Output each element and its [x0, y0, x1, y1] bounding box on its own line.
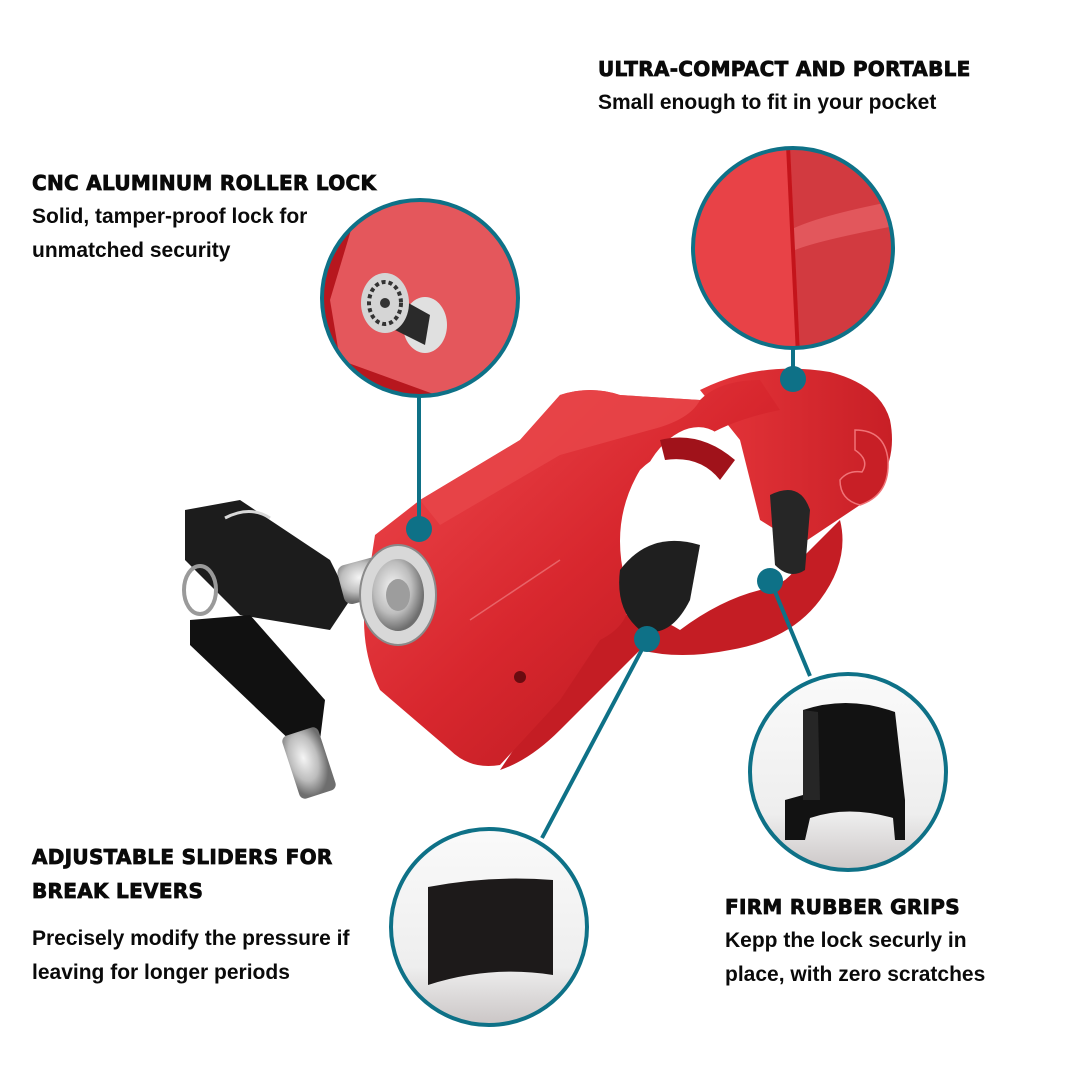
curved-slider-pad-icon: [391, 829, 587, 1025]
feature-description-line-2: place, with zero scratches: [725, 963, 986, 986]
feature-description-line-1: Kepp the lock securly in: [725, 929, 967, 952]
feature-description-line-1: Precisely modify the pressure if: [32, 927, 350, 950]
feature-description-line-2: unmatched security: [32, 239, 231, 262]
feature-title-line-1: ADJUSTABLE SLIDERS FOR: [32, 845, 333, 870]
feature-ultra-compact: ULTRA-COMPACT AND PORTABLE Small enough …: [598, 52, 1058, 120]
feature-title: CNC ALUMINUM ROLLER LOCK: [32, 171, 377, 196]
feature-rubber-grips: FIRM RUBBER GRIPS Kepp the lock securly …: [725, 890, 1045, 992]
callout-ultra-compact: [691, 146, 895, 392]
feature-title: ULTRA-COMPACT AND PORTABLE: [598, 57, 971, 82]
key-pair-icon: [182, 500, 393, 799]
rubber-grip-sleeve-icon: [750, 674, 946, 870]
red-body-closeup-icon: [693, 148, 893, 348]
feature-description: Small enough to fit in your pocket: [598, 91, 937, 114]
callout-rubber-grips: [748, 568, 948, 872]
feature-title: FIRM RUBBER GRIPS: [725, 895, 960, 920]
feature-description-line-1: Solid, tamper-proof lock for: [32, 205, 308, 228]
callout-adjustable-sliders: [389, 626, 660, 1027]
feature-cnc-lock: CNC ALUMINUM ROLLER LOCK Solid, tamper-p…: [32, 166, 432, 268]
feature-title-line-2: BREAK LEVERS: [32, 879, 204, 904]
callout-cnc-lock: [320, 198, 520, 542]
feature-description-line-2: leaving for longer periods: [32, 961, 290, 984]
feature-adjustable-sliders: ADJUSTABLE SLIDERS FOR BREAK LEVERS Prec…: [32, 840, 392, 990]
motorcycle-grip-lock-icon: [359, 368, 892, 770]
